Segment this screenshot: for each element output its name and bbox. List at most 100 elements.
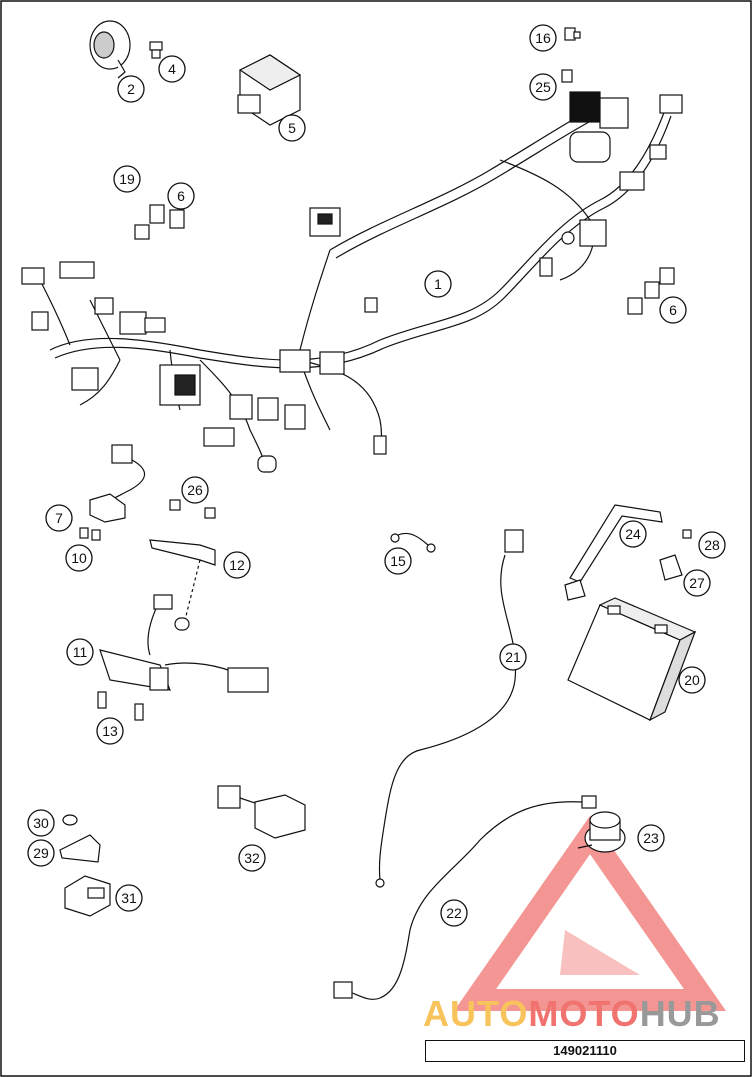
callout-c16: 16 xyxy=(529,24,557,52)
horn-part xyxy=(89,20,131,79)
callout-circle xyxy=(66,638,94,666)
callout-c25: 25 xyxy=(529,73,557,101)
callout-circle xyxy=(65,544,93,572)
callout-circle xyxy=(424,270,452,298)
callout-label: 6 xyxy=(669,302,677,318)
callout-c6a: 6 xyxy=(167,182,195,210)
callout-c29: 29 xyxy=(27,839,55,867)
screw-pair-part-26 xyxy=(169,499,216,519)
screw-pair-part-10 xyxy=(79,527,101,541)
callout-c24: 24 xyxy=(619,520,647,548)
callout-c7: 7 xyxy=(45,504,73,532)
callout-c32: 32 xyxy=(238,844,266,872)
callout-circle xyxy=(27,839,55,867)
cable-part-22 xyxy=(333,795,597,1000)
harness-connectors xyxy=(21,91,683,473)
part-number-label: 149021110 xyxy=(425,1040,745,1062)
callout-label: 32 xyxy=(244,850,260,866)
callout-label: 12 xyxy=(229,557,245,573)
callout-c23: 23 xyxy=(637,824,665,852)
callout-c4: 4 xyxy=(158,55,186,83)
callout-circle xyxy=(27,809,55,837)
relay-part-31 xyxy=(64,875,111,917)
callout-circle xyxy=(223,551,251,579)
screw-pair-part-13 xyxy=(97,691,144,721)
battery-strap-part-24 xyxy=(564,504,663,601)
callout-label: 31 xyxy=(121,890,137,906)
bracket-part-29 xyxy=(59,834,101,863)
battery-part-20 xyxy=(567,597,697,722)
callout-c13: 13 xyxy=(96,717,124,745)
callout-circle xyxy=(683,569,711,597)
callout-circle xyxy=(117,75,145,103)
voltage-regulator-part-11 xyxy=(99,594,269,693)
callout-circle xyxy=(238,844,266,872)
callout-label: 11 xyxy=(73,644,88,660)
callout-circle xyxy=(113,165,141,193)
cable-part-21 xyxy=(375,529,524,888)
fuse-part-25 xyxy=(561,69,573,83)
screw-part-4 xyxy=(149,41,163,59)
callout-circle xyxy=(440,899,468,927)
callout-circle xyxy=(619,520,647,548)
callout-label: 23 xyxy=(643,830,659,846)
callout-circle xyxy=(678,666,706,694)
callout-label: 22 xyxy=(446,905,462,921)
relay-part-32 xyxy=(217,785,306,839)
callout-label: 6 xyxy=(177,188,185,204)
callout-group: 1245667101112131516192021222324252627282… xyxy=(27,24,726,927)
callout-c28: 28 xyxy=(698,531,726,559)
fuse-set-left xyxy=(134,204,185,240)
callout-c12: 12 xyxy=(223,551,251,579)
callout-label: 15 xyxy=(390,553,406,569)
ground-cable-part-15 xyxy=(390,532,436,553)
callout-label: 16 xyxy=(535,30,551,46)
callout-label: 21 xyxy=(505,649,521,665)
callout-label: 4 xyxy=(168,61,176,77)
callout-circle xyxy=(278,114,306,142)
callout-c22: 22 xyxy=(440,899,468,927)
callout-c1: 1 xyxy=(424,270,452,298)
callout-circle xyxy=(659,296,687,324)
callout-circle xyxy=(96,717,124,745)
callout-circle xyxy=(158,55,186,83)
callout-label: 30 xyxy=(33,815,49,831)
callout-label: 28 xyxy=(704,537,720,553)
callout-c20: 20 xyxy=(678,666,706,694)
callout-c2: 2 xyxy=(117,75,145,103)
callout-circle xyxy=(529,24,557,52)
callout-circle xyxy=(384,547,412,575)
callout-c30: 30 xyxy=(27,809,55,837)
callout-label: 10 xyxy=(71,550,87,566)
callout-label: 20 xyxy=(684,672,700,688)
callout-c10: 10 xyxy=(65,544,93,572)
callout-label: 24 xyxy=(625,526,641,542)
callout-circle xyxy=(167,182,195,210)
relay-part-5 xyxy=(237,54,302,126)
fuse-part-16 xyxy=(564,27,581,41)
clip-part-27 xyxy=(659,554,683,581)
callout-c21: 21 xyxy=(499,643,527,671)
callout-label: 29 xyxy=(33,845,49,861)
bracket-part-12 xyxy=(149,539,216,621)
starter-relay-part-23 xyxy=(577,811,626,853)
callout-c6b: 6 xyxy=(659,296,687,324)
callout-circle xyxy=(181,476,209,504)
callout-label: 7 xyxy=(55,510,63,526)
callout-label: 25 xyxy=(535,79,551,95)
watermark-text-auto: AUTO xyxy=(423,993,529,1034)
callout-label: 5 xyxy=(288,120,296,136)
watermark-text-hub: HUB xyxy=(639,993,721,1034)
watermark-triangle-logo xyxy=(453,815,727,1011)
callout-label: 26 xyxy=(187,482,203,498)
callout-label: 13 xyxy=(102,723,118,739)
callout-c31: 31 xyxy=(115,884,143,912)
callout-c27: 27 xyxy=(683,569,711,597)
callout-circle xyxy=(45,504,73,532)
callout-c15: 15 xyxy=(384,547,412,575)
callout-circle xyxy=(637,824,665,852)
callout-c26: 26 xyxy=(181,476,209,504)
